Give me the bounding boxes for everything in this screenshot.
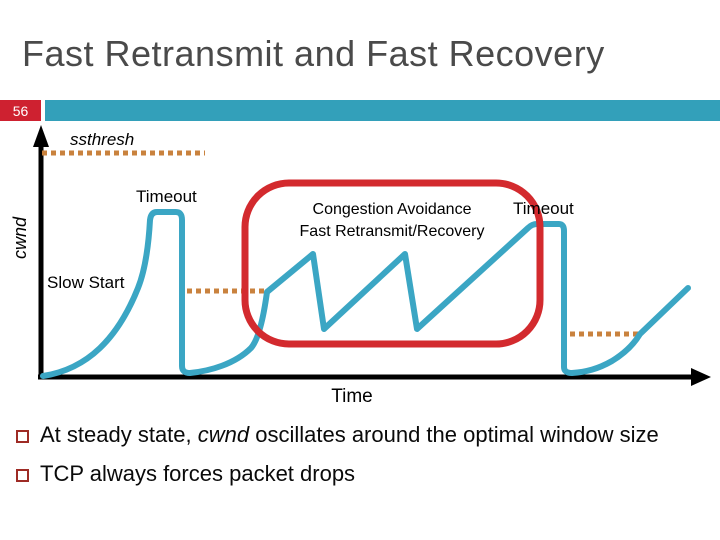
square-bullet-icon [16, 430, 29, 443]
bullet-text-emphasis: cwnd [197, 422, 250, 447]
bullet-text-prefix: At steady state, [40, 422, 198, 447]
bullet-text: At steady state, cwnd oscillates around … [40, 420, 659, 450]
highlight-box [241, 179, 544, 348]
bullet-list: At steady state, cwnd oscillates around … [10, 420, 712, 498]
timeout-label-2: Timeout [513, 199, 574, 218]
x-axis-label: Time [331, 386, 373, 407]
ssthresh-label: ssthresh [70, 130, 135, 149]
y-axis-label: cwnd [10, 216, 30, 260]
list-item: At steady state, cwnd oscillates around … [10, 420, 712, 450]
bullet-text-suffix: oscillates around the optimal window siz… [249, 422, 659, 447]
timeout-label-1: Timeout [136, 187, 197, 206]
highlight-box-line2: Fast Retransmit/Recovery [299, 222, 485, 240]
highlight-box-caption: Congestion Avoidance Fast Retransmit/Rec… [252, 199, 532, 242]
slide-number-badge: 56 [0, 100, 41, 121]
bullet-text: TCP always forces packet drops [40, 459, 355, 489]
square-bullet-icon [16, 469, 29, 483]
x-axis-arrowhead [691, 368, 711, 386]
cwnd-curve [40, 209, 691, 379]
slow-start-label: Slow Start [47, 273, 125, 292]
accent-bar [45, 100, 720, 121]
page-title: Fast Retransmit and Fast Recovery [22, 33, 605, 74]
highlight-box-line1: Congestion Avoidance [312, 201, 472, 218]
y-axis-arrowhead [33, 125, 49, 147]
list-item: TCP always forces packet drops [10, 459, 712, 489]
bullet-text-suffix: TCP always forces packet drops [40, 461, 356, 487]
